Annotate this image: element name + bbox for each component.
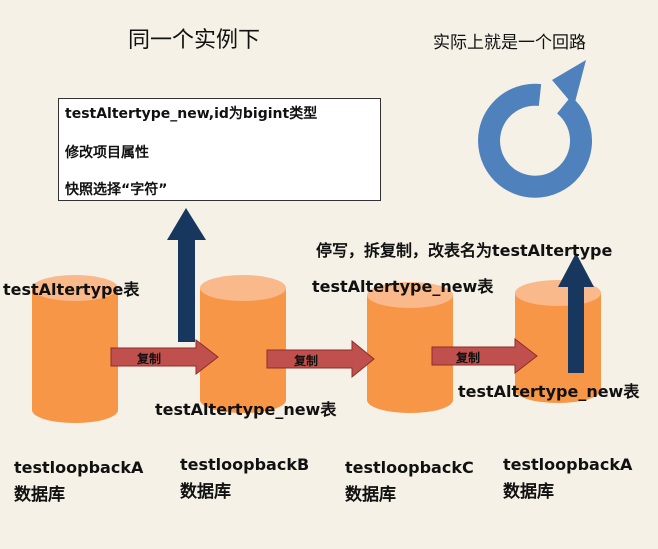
db-label-2: testloopbackB 数据库 xyxy=(180,452,309,502)
up-arrow-1 xyxy=(167,208,206,342)
copy-arrow-1 xyxy=(110,338,219,376)
up-arrow-2 xyxy=(558,253,594,373)
copy-arrow-2 xyxy=(266,339,375,379)
db-sub: 数据库 xyxy=(180,482,231,502)
note-line-2: 修改项目属性 xyxy=(65,145,149,161)
copy-label-3: 复制 xyxy=(456,351,481,365)
db-label-3: testloopbackC 数据库 xyxy=(345,455,474,505)
db-sub: 数据库 xyxy=(14,485,65,505)
step-label: 停写，拆复制，改表名为testAltertype xyxy=(316,241,613,260)
note-line-1: testAltertype_new,id为bigint类型 xyxy=(65,106,318,122)
copy-label-1: 复制 xyxy=(137,352,162,366)
db-name: testloopbackB xyxy=(180,455,310,474)
page-title: 同一个实例下 xyxy=(128,28,261,53)
cylinder-b xyxy=(200,275,286,413)
note-line-3: 快照选择“字符” xyxy=(65,182,168,198)
note-box: testAltertype_new,id为bigint类型 修改项目属性 快照选… xyxy=(58,98,381,201)
loop-label: 实际上就是一个回路 xyxy=(433,33,586,53)
db-sub: 数据库 xyxy=(503,482,554,502)
table-label-a: testAltertype表 xyxy=(3,280,140,299)
db-name: testloopbackA xyxy=(503,455,633,474)
table-label-c: testAltertype_new表 xyxy=(312,277,494,296)
loop-arrow-icon xyxy=(478,60,592,198)
table-label-d: testAltertype_new表 xyxy=(458,382,640,401)
cylinder-c xyxy=(367,282,453,413)
db-label-4: testloopbackA 数据库 xyxy=(503,452,632,502)
table-label-b: testAltertype_new表 xyxy=(155,400,337,419)
cylinder-a xyxy=(32,275,118,423)
copy-label-2: 复制 xyxy=(294,354,319,368)
db-label-1: testloopbackA 数据库 xyxy=(14,455,143,505)
copy-arrow-3 xyxy=(431,337,538,375)
db-name: testloopbackA xyxy=(14,458,144,477)
db-name: testloopbackC xyxy=(345,458,474,477)
db-sub: 数据库 xyxy=(345,485,396,505)
